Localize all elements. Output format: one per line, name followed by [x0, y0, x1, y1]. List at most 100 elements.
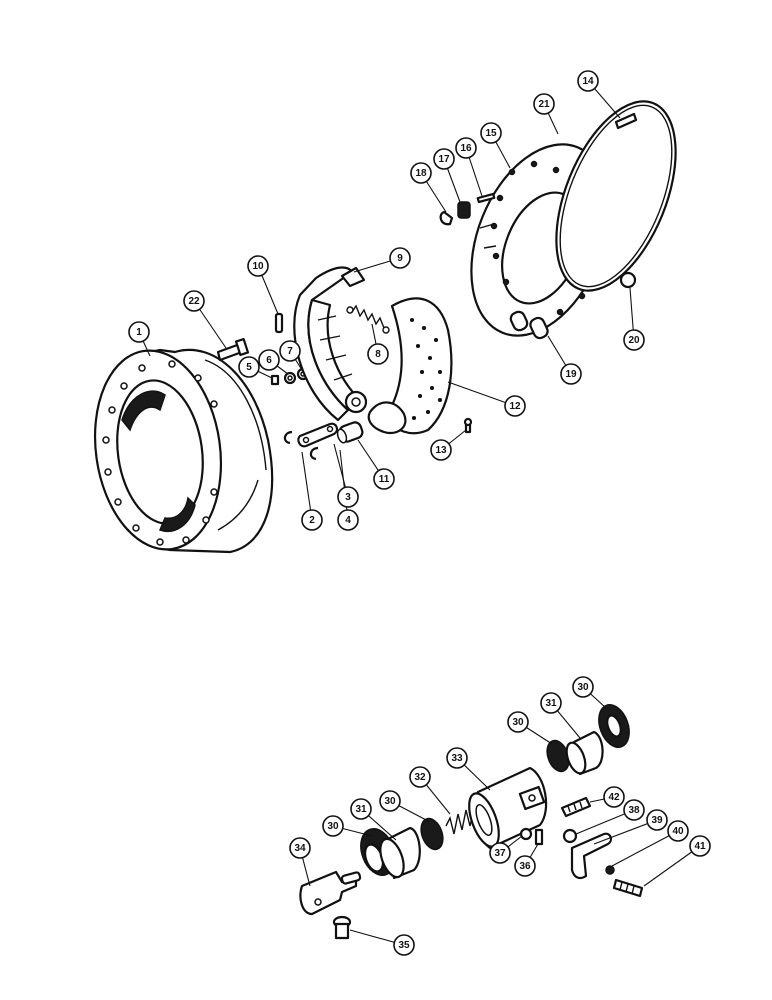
- callout-number: 9: [397, 253, 403, 264]
- callout-circle: [603, 786, 625, 808]
- callout-11: 11: [373, 468, 395, 490]
- callout-number: 5: [246, 362, 252, 373]
- callout-number: 34: [294, 843, 306, 854]
- wheel-cylinder-body: [468, 766, 548, 850]
- callout-9: 9: [389, 247, 411, 269]
- callout-30: 30: [379, 790, 401, 812]
- callout-15: 15: [480, 122, 502, 144]
- callout-32: 32: [409, 766, 431, 788]
- callout-circle: [389, 247, 411, 269]
- callout-circle: [350, 798, 372, 820]
- callout-30: 30: [322, 815, 344, 837]
- leader-line-41: [643, 845, 701, 887]
- callout-circle: [238, 356, 260, 378]
- callout-circle: [128, 321, 150, 343]
- callout-number: 20: [628, 335, 640, 346]
- callout-18: 18: [410, 162, 432, 184]
- callout-4: 4: [337, 509, 359, 531]
- callout-circle: [572, 676, 594, 698]
- clevis-pin: [332, 915, 352, 940]
- callout-circle: [247, 255, 269, 277]
- callout-number: 16: [460, 143, 472, 154]
- cylinder-piston-right: [565, 730, 604, 776]
- callout-circle: [337, 509, 359, 531]
- retainer-clip-lower: [309, 446, 319, 461]
- callout-number: 35: [398, 940, 410, 951]
- callout-number: 3: [345, 492, 351, 503]
- callout-circle: [258, 349, 280, 371]
- callout-number: 15: [485, 128, 497, 139]
- callout-circle: [577, 70, 599, 92]
- callout-circle: [560, 363, 582, 385]
- leader-line-39: [593, 819, 658, 845]
- callout-number: 30: [577, 682, 589, 693]
- lining-rivets: [409, 317, 443, 421]
- callout-number: 12: [509, 401, 521, 412]
- callout-number: 32: [414, 772, 426, 783]
- callout-circle: [514, 855, 536, 877]
- callout-34: 34: [289, 837, 311, 859]
- callout-circle: [301, 509, 323, 531]
- callout-circle: [337, 486, 359, 508]
- callout-number: 4: [345, 515, 351, 526]
- callout-number: 17: [438, 154, 450, 165]
- callout-circle: [489, 842, 511, 864]
- callout-circle: [667, 820, 689, 842]
- small-washer: [519, 827, 533, 841]
- adjuster-bolt: [216, 338, 250, 362]
- callout-circle: [504, 395, 526, 417]
- callout-number: 37: [494, 848, 506, 859]
- callout-circle: [279, 340, 301, 362]
- callout-41: 41: [689, 835, 711, 857]
- callout-number: 7: [287, 346, 293, 357]
- callout-number: 39: [651, 815, 663, 826]
- callout-number: 31: [355, 804, 367, 815]
- callout-13: 13: [430, 439, 452, 461]
- shoe-pin: [274, 312, 284, 334]
- callout-7: 7: [279, 340, 301, 362]
- callout-number: 36: [519, 861, 531, 872]
- lock-washer: [605, 865, 615, 875]
- callout-number: 19: [565, 369, 577, 380]
- bushing: [336, 421, 364, 444]
- callout-38: 38: [623, 799, 645, 821]
- callout-number: 33: [451, 753, 463, 764]
- callout-number: 42: [608, 792, 620, 803]
- callout-number: 21: [538, 99, 550, 110]
- callout-42: 42: [603, 786, 625, 808]
- callout-10: 10: [247, 255, 269, 277]
- retainer-clip-upper: [283, 430, 293, 445]
- callout-number: 41: [694, 841, 706, 852]
- callout-3: 3: [337, 486, 359, 508]
- washer-6: [283, 371, 297, 385]
- clevis: [299, 870, 362, 916]
- hold-down-pin: [476, 192, 496, 204]
- callout-number: 31: [545, 698, 557, 709]
- callout-circle: [322, 815, 344, 837]
- callout-circle: [533, 93, 555, 115]
- hold-down-cup: [439, 210, 454, 226]
- callout-16: 16: [455, 137, 477, 159]
- callout-circle: [379, 790, 401, 812]
- callout-circle: [689, 835, 711, 857]
- callout-21: 21: [533, 93, 555, 115]
- callout-number: 38: [628, 805, 640, 816]
- cylinder-bolt: [612, 878, 644, 898]
- backing-plate-bolt: [614, 112, 638, 130]
- shoe-ribs: [317, 315, 353, 381]
- push-rod: [570, 832, 613, 880]
- callout-22: 22: [183, 290, 205, 312]
- callout-circle: [646, 809, 668, 831]
- callout-number: 30: [327, 821, 339, 832]
- callout-circle: [409, 766, 431, 788]
- callout-number: 22: [188, 296, 200, 307]
- callout-circle: [183, 290, 205, 312]
- cylinder-cup-left: [420, 817, 444, 851]
- return-spring: [346, 304, 390, 334]
- callout-circle: [623, 799, 645, 821]
- dust-shield-ring: [555, 100, 677, 292]
- callout-circle: [367, 343, 389, 365]
- callout-31: 31: [350, 798, 372, 820]
- callout-number: 11: [379, 474, 390, 485]
